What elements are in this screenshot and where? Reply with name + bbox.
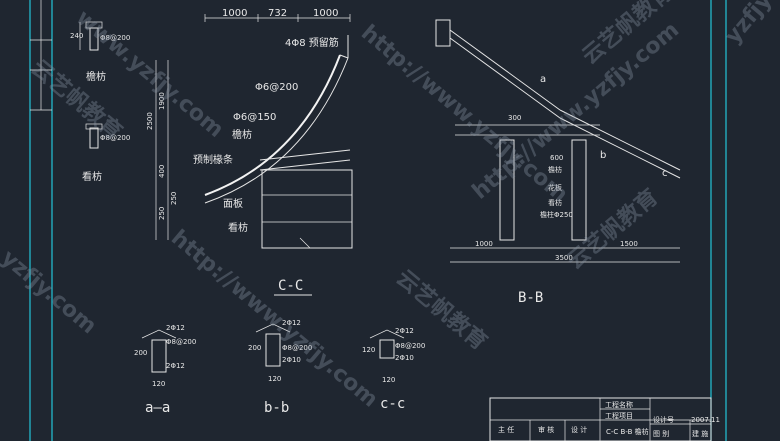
aa-dim-h: 200 [134, 349, 147, 357]
watermark-9: 云艺帆教育 [562, 184, 663, 275]
detail-label-mid: 看枋 [82, 170, 102, 183]
bb-dim-1: 1000 [475, 240, 493, 248]
title-block: 工程名称 工程项目 C-C B-B 檐枋 设计号 2007.11 图 别 建 施… [489, 397, 720, 441]
cc-title: C-C [278, 278, 303, 294]
tb-designer: 设 计 [571, 425, 587, 434]
watermark-10: yzfjy [720, 0, 777, 49]
bb-label-3: 看枋 [548, 198, 562, 207]
detail-label-top: 檐枋 [86, 70, 106, 83]
bd-title: b-b [264, 400, 289, 416]
bb-dim-2: 1500 [620, 240, 638, 248]
cd-dim-h: 120 [362, 346, 375, 354]
drawing-frame [29, 0, 727, 441]
cc-pipe-1: Φ6@200 [255, 82, 298, 93]
cc-vdim-1: 2500 [146, 112, 154, 130]
cc-label-1: 檐枋 [232, 128, 252, 141]
cc-pipe-2: Φ6@150 [233, 112, 276, 123]
bb-label-2: 花板 [548, 183, 562, 192]
cc-vdim-3: 400 [158, 165, 166, 178]
bd-r1: 2Φ12 [282, 319, 301, 327]
bd-r3: 2Φ10 [282, 356, 301, 364]
cc-dim-3: 1000 [313, 8, 338, 19]
watermark-8: http://www.yzfjy.com [468, 18, 684, 205]
bb-label-4: 檐柱Φ250 [540, 210, 573, 219]
section-aa: 200 120 2Φ12 Φ8@200 2Φ12 a—a [134, 324, 196, 416]
aa-dim-w: 120 [152, 380, 165, 388]
tb-project-item: 工程项目 [605, 411, 633, 420]
detail-rebar: Φ8@200 [100, 34, 130, 42]
tb-sheet: 建 施 [692, 429, 708, 438]
tb-drawing-title: C-C B-B 檐枋 [606, 427, 649, 436]
cc-rebar: 4Φ8 预留筋 [285, 36, 339, 49]
bd-r2: Φ8@200 [282, 344, 312, 352]
cd-r1: 2Φ12 [395, 327, 414, 335]
cd-title: c-c [380, 396, 405, 412]
bb-label-1: 檐枋 [548, 165, 562, 174]
cc-vdim-4: 250 [158, 207, 166, 220]
tb-chief: 主 任 [498, 425, 514, 434]
cd-dim-w: 120 [382, 376, 395, 384]
cc-vdim-2: 1900 [158, 92, 166, 110]
tb-design-no: 设计号 [653, 415, 674, 424]
bb-dim-total: 3500 [555, 254, 573, 262]
bd-dim-h: 200 [248, 344, 261, 352]
aa-r2: Φ8@200 [166, 338, 196, 346]
cc-vdim-5: 250 [170, 192, 178, 205]
bb-dim-mid: 600 [550, 154, 563, 162]
cc-dim-1: 1000 [222, 8, 247, 19]
cd-r3: 2Φ10 [395, 354, 414, 362]
aa-title: a—a [145, 400, 170, 416]
cc-label-4: 看枋 [228, 221, 248, 234]
bb-mark-c: c [662, 168, 668, 179]
detail-dim-top: 240 [70, 32, 83, 40]
section-cc: 1000 732 1000 2500 1900 400 250 250 4Φ8 … [146, 8, 353, 296]
bb-title: B-B [518, 290, 543, 306]
bd-dim-w: 120 [268, 375, 281, 383]
tb-review: 审 核 [538, 425, 554, 434]
section-bb: 1000 1500 3500 300 600 檐枋 花板 看枋 檐柱Φ250 a… [435, 19, 681, 306]
cc-label-2: 预制椽条 [193, 153, 233, 166]
tb-project-name: 工程名称 [605, 400, 633, 409]
bb-mark-a: a [540, 74, 546, 85]
section-cc-detail: 120 120 2Φ12 Φ8@200 2Φ10 c-c [362, 327, 425, 412]
watermarks: www.yzfjy.com http://www.yzfjy.com 云艺帆教育… [0, 0, 777, 413]
bb-dim-small: 300 [508, 114, 521, 122]
detail-rebar-mid: Φ8@200 [100, 134, 130, 142]
detail-view-beam: Φ8@200 看枋 [82, 123, 130, 183]
watermark-4: http://www.yzfjy.com [166, 225, 382, 412]
tb-drawing-no: 图 别 [653, 429, 669, 438]
bb-mark-b: b [600, 150, 606, 161]
watermark-6: yzfjy.com [0, 245, 101, 339]
aa-r1: 2Φ12 [166, 324, 185, 332]
detail-eave-beam: 240 Φ8@200 檐枋 [70, 21, 130, 83]
tb-date: 2007.11 [691, 416, 720, 424]
cc-label-3: 面板 [223, 197, 243, 210]
cc-dim-2: 732 [268, 8, 287, 19]
aa-r3: 2Φ12 [166, 362, 185, 370]
cd-r2: Φ8@200 [395, 342, 425, 350]
section-bb-detail: 200 120 2Φ12 Φ8@200 2Φ10 b-b [248, 319, 312, 416]
